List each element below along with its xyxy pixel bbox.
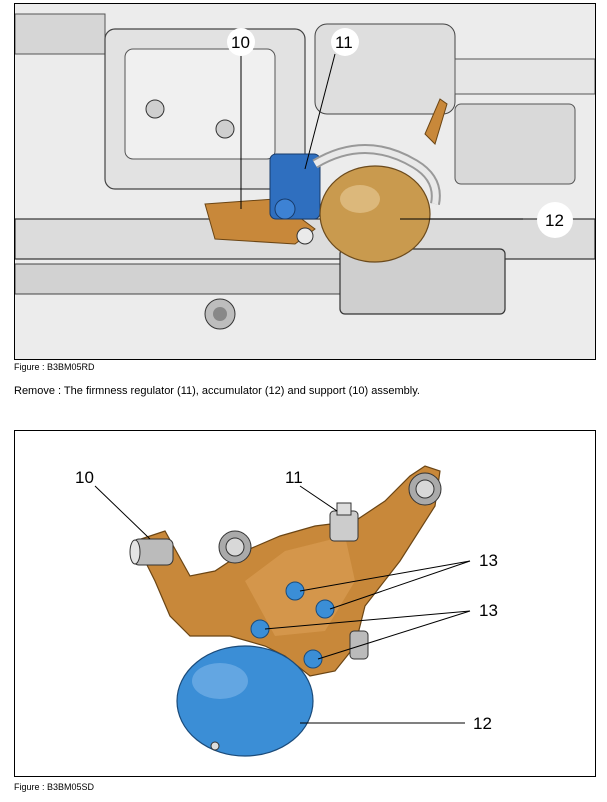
figure-1-caption: Figure : B3BM05RD — [14, 362, 95, 372]
figure-1-illustration: 10 11 12 — [14, 3, 596, 360]
figure-2-caption: Figure : B3BM05SD — [14, 782, 95, 792]
figure-2-drawing: 10 11 13 13 12 — [15, 431, 595, 776]
figure-1-drawing: 10 11 12 — [15, 4, 595, 359]
callout-10: 10 — [231, 33, 250, 52]
callout-12: 12 — [545, 211, 564, 230]
callout-11: 11 — [335, 33, 353, 52]
callout-13-bottom: 13 — [479, 601, 498, 620]
instruction-text: Remove : The firmness regulator (11), ac… — [14, 385, 420, 397]
callout-12: 12 — [473, 714, 492, 733]
callout-11: 11 — [285, 468, 303, 487]
callout-10: 10 — [75, 468, 94, 487]
figure-2-illustration: 10 11 13 13 12 — [14, 430, 596, 777]
callout-13-top: 13 — [479, 551, 498, 570]
